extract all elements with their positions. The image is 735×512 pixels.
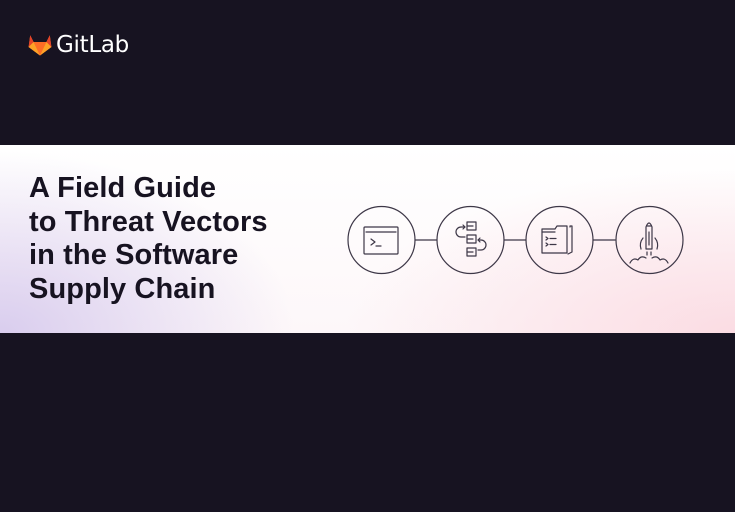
rocket-launch-icon — [615, 205, 684, 275]
cover-banner: A Field Guide to Threat Vectors in the S… — [0, 145, 735, 333]
gitlab-logo: GitLab — [28, 32, 129, 58]
title-line: Supply Chain — [29, 272, 216, 305]
supply-chain-diagram — [347, 205, 684, 275]
title-line: A Field Guide — [29, 172, 217, 204]
brand-name: GitLab — [56, 32, 129, 58]
pipeline-flow-icon — [436, 205, 505, 275]
title-line: in the Software — [29, 239, 239, 271]
code-folder-icon — [525, 205, 594, 275]
terminal-window-icon — [347, 205, 416, 275]
page-title: A Field Guide to Threat Vectors in the S… — [29, 172, 268, 306]
gitlab-tanuki-icon — [28, 35, 52, 56]
title-line: to Threat Vectors — [29, 205, 268, 238]
